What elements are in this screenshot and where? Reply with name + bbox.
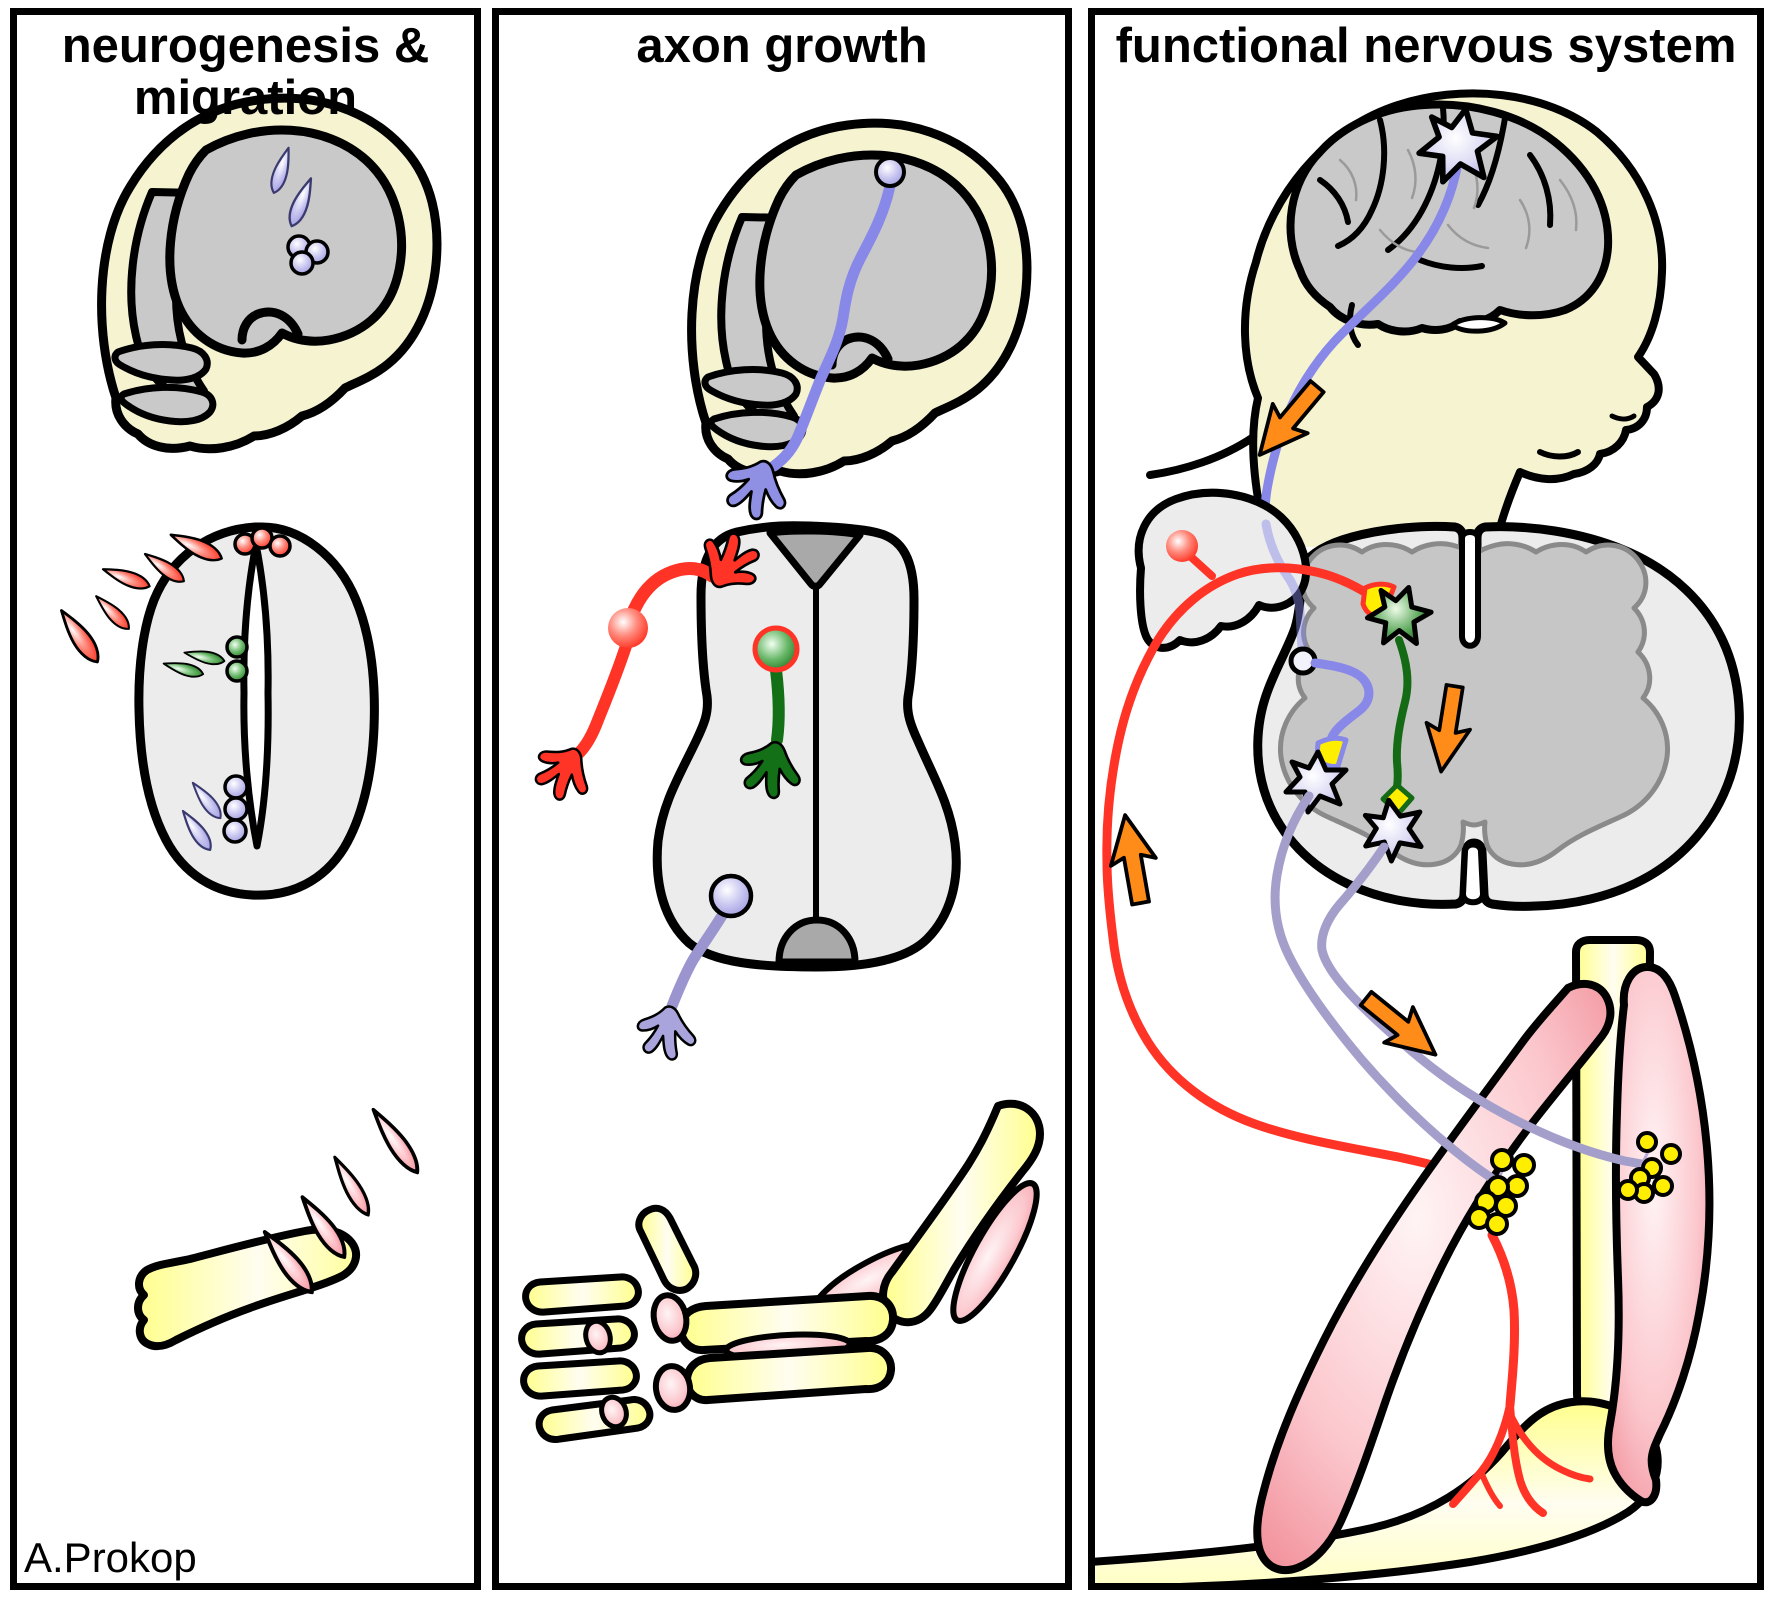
- neuroblast-cell: [289, 250, 315, 276]
- embryonic-arm-skeleton: [518, 1099, 1044, 1443]
- descending-brain-axon: [1260, 157, 1463, 529]
- neural-tube-cross-section: [52, 522, 379, 900]
- attribution: A.Prokop: [24, 1534, 197, 1581]
- adult-head: [1146, 89, 1667, 548]
- knuckle-cartilage: [599, 1394, 629, 1430]
- green-soma: [752, 625, 800, 673]
- muscle-mass: [950, 1180, 1040, 1324]
- carpal-cartilage: [650, 1292, 690, 1344]
- mouth: [1537, 449, 1581, 460]
- finger-bone: [520, 1357, 640, 1400]
- green-axon: [770, 664, 785, 746]
- green-progenitor-cells: [161, 635, 249, 683]
- central-canal: [240, 540, 272, 850]
- panel-2-figure: [518, 15, 1044, 1443]
- green-interneuron: [731, 625, 811, 806]
- eye: [1449, 315, 1508, 334]
- panel-neurogenesis-migration: neurogenesis & migration: [10, 8, 481, 1590]
- spinal-cord-open-section: [523, 521, 961, 1065]
- panel-3-title: functional nervous system: [1115, 19, 1737, 73]
- extensor-muscle: [1603, 963, 1714, 1507]
- panel-3-figure: [1095, 89, 1744, 1583]
- ventral-fissure: [1460, 841, 1486, 906]
- reflex-circuit-cells: [1286, 579, 1436, 865]
- panel-functional-nervous-system: functional nervous system: [1088, 8, 1764, 1590]
- ulna-bone: [682, 1343, 896, 1405]
- adult-brain: [1286, 100, 1613, 336]
- purple-soma: [708, 873, 754, 919]
- cortical-neuron-soma: [874, 156, 906, 188]
- floor-plate: [775, 916, 859, 966]
- panel-1-title: neurogenesis & migration: [17, 19, 474, 125]
- head-outline: [1241, 89, 1667, 539]
- thumb-bone: [635, 1204, 700, 1294]
- cord-body: [652, 521, 961, 972]
- sensory-soma-stalk: [1186, 552, 1216, 580]
- fetal-head-illustration: [102, 98, 437, 449]
- nostril: [1609, 413, 1637, 422]
- panel-1-figure: A.Prokop: [24, 15, 474, 1581]
- red-axon-peripheral: [573, 640, 632, 759]
- finger-bone: [535, 1396, 654, 1443]
- finger-bone: [522, 1273, 642, 1316]
- panel-1-title-line2: migration: [133, 70, 358, 125]
- fetal-head-with-axon: [692, 123, 1027, 530]
- flexor-muscle: [1253, 979, 1615, 1575]
- motor-axon-b: [1317, 842, 1647, 1169]
- gray-matter-butterfly: [1277, 541, 1671, 868]
- panel-1-title-line1: neurogenesis &: [61, 19, 430, 73]
- sensory-nerve-distal: [1449, 1230, 1594, 1517]
- red-axon-central: [621, 562, 719, 633]
- red-progenitor-cells: [52, 526, 292, 669]
- red-sensory-neuron: [523, 521, 772, 812]
- sensory-afferent-axon: [1102, 563, 1467, 1178]
- neuromuscular-junction-boutons: [1467, 1131, 1682, 1236]
- green-axon: [1392, 636, 1412, 791]
- sensory-neuron-soma: [1166, 530, 1198, 562]
- purple-progenitor-cells: [176, 774, 249, 855]
- spinal-cord-cross-section: [1134, 488, 1744, 911]
- finger-bone: [518, 1315, 638, 1358]
- migrating-neuroblasts-brain: [266, 144, 330, 276]
- growth-cone-icon: [631, 999, 703, 1065]
- knuckle-cartilage: [583, 1318, 613, 1356]
- motor-axon-a: [1270, 791, 1502, 1187]
- red-soma: [608, 608, 648, 648]
- limb-bud-illustration: [134, 1105, 424, 1351]
- carpal-cartilage: [652, 1363, 694, 1413]
- humerus-bone: [879, 1099, 1044, 1327]
- motor-axon: [666, 908, 729, 1012]
- limb-bud: [134, 1225, 361, 1351]
- panel-axon-growth: axon growth: [492, 8, 1072, 1590]
- roof-plate: [766, 527, 864, 590]
- descending-axon-in-cord: [1261, 519, 1307, 653]
- panel-2-title: axon growth: [636, 19, 928, 73]
- dorsal-fissure: [1459, 529, 1481, 649]
- cortical-axon: [768, 180, 896, 472]
- shoulder-line: [1146, 434, 1256, 479]
- arm-with-muscles: [1095, 791, 1714, 1583]
- purple-motor-neuron: [631, 873, 754, 1065]
